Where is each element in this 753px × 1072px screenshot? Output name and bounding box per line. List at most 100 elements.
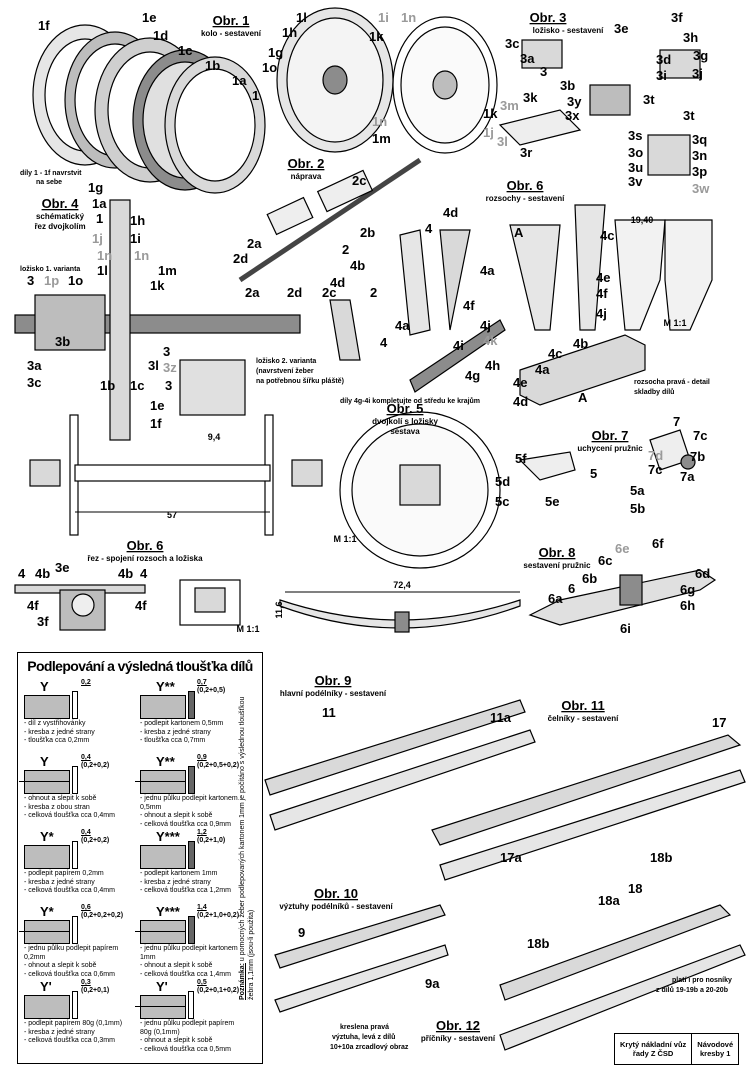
part-swatch — [24, 695, 70, 719]
part-label-3v: 3v — [628, 174, 643, 189]
part-label-1f: 1f — [150, 416, 162, 431]
part-label-3p: 3p — [692, 164, 707, 179]
part-label-1p: 1p — [44, 273, 59, 288]
part-label-1k: 1k — [369, 29, 384, 44]
description-line: - celková tloušťka cca 0,4mm — [24, 887, 115, 894]
part-label-3r: 3r — [520, 145, 532, 160]
part-label-1c: 1c — [130, 378, 144, 393]
thickness-symbol: Y* — [40, 829, 54, 844]
part-label-6h: 6h — [680, 598, 695, 613]
part-swatch — [19, 920, 70, 944]
note-mirror: kreslena pravá — [340, 1024, 389, 1031]
part-label-3m: 3m — [500, 98, 519, 113]
part-label-1n: 1n — [134, 248, 149, 263]
part-label-1g: 1g — [88, 180, 103, 195]
part-label-7d: 7d — [648, 448, 663, 463]
figure-caption: Obr. 12 — [436, 1018, 480, 1033]
wheel-rings — [32, 24, 266, 194]
thickness-value: 0,7 — [197, 679, 207, 686]
part-swatch — [140, 845, 186, 869]
part-label-4f: 4f — [135, 598, 147, 613]
thickness-bar — [188, 916, 195, 944]
note-bearing-2: na potřebnou šířku pláště) — [256, 378, 344, 385]
part-label-5c: 5c — [495, 494, 509, 509]
legend-entry: Y*0,4(0,2+0,2)- podlepit papírem 0,2mm- … — [22, 829, 134, 904]
description-line: - jednu půlku podlepit kartonem 1mm — [140, 945, 238, 961]
sheet-name-line: kresby 1 — [699, 1049, 731, 1058]
description-line: - podlepit papírem 80g (0,1mm) — [24, 1020, 123, 1027]
part-label-4: 4 — [425, 221, 433, 236]
part-label-6g: 6g — [680, 582, 695, 597]
part-label-1n: 1n — [372, 114, 387, 129]
description-line: - celková tloušťka cca 0,4mm — [24, 812, 115, 819]
wheelset-assembly — [29, 411, 501, 569]
part-label-1c: 1c — [178, 43, 192, 58]
part-label-4b: 4b — [573, 336, 588, 351]
thickness-symbol: Y** — [156, 679, 175, 694]
part-label-3c: 3c — [27, 375, 41, 390]
part-label-3u: 3u — [628, 160, 643, 175]
description-line: - ohnout a slepit k sobě — [24, 962, 97, 969]
thickness-symbol: Y*** — [156, 829, 180, 844]
part-label-17: 17 — [712, 715, 726, 730]
part-label-1o: 1o — [68, 273, 83, 288]
part-label-1b: 1b — [100, 378, 115, 393]
description-line: - jednu půlku podlepit papírem 0,2mm — [24, 945, 119, 961]
part-label-3f: 3f — [37, 614, 49, 629]
part-label-3d: 3d — [656, 52, 671, 67]
thickness-bar — [72, 841, 78, 869]
dim-72-4: 72,4 — [393, 580, 411, 590]
part-label-1: 1 — [96, 211, 103, 226]
part-label-3e: 3e — [614, 21, 628, 36]
part-label-4c: 4c — [548, 346, 562, 361]
figure-caption: Obr. 8 — [539, 545, 576, 560]
part-label-4e: 4e — [513, 375, 527, 390]
part-label-3j: 3j — [692, 66, 703, 81]
dim-width-19-40: 19,40 — [631, 215, 654, 225]
figure-caption: Obr. 5 — [387, 401, 424, 416]
thickness-formula: (0,2+0,5+0,2) — [197, 762, 240, 769]
scale-label: M 1:1 — [236, 624, 259, 634]
part-label-3: 3 — [27, 273, 34, 288]
thickness-value: 0,6 — [81, 904, 91, 911]
description-line: - podlepit kartonem 0,5mm — [140, 720, 224, 727]
description-line: - celková tloušťka cca 1,4mm — [140, 970, 231, 978]
note-beams: z dílů 19-19b a 20-20b — [656, 986, 728, 994]
figure-subtitle: řez dvojkolím — [34, 222, 85, 231]
description-line: - tloušťka cca 0,2mm — [24, 737, 90, 744]
part-label-4d: 4d — [330, 275, 345, 290]
figure-subtitle: schématický — [36, 212, 85, 221]
part-label-3: 3 — [163, 344, 170, 359]
note-label: Poznámka: — [239, 963, 246, 1000]
legend-entry: Y***1,2(0,2+1,0)- podlepit kartonem 1mm-… — [138, 829, 246, 904]
part-label-18b: 18b — [650, 850, 672, 865]
part-label-2c: 2c — [322, 285, 336, 300]
part-label-3s: 3s — [628, 128, 642, 143]
figure-subtitle: ložisko - sestavení — [533, 26, 604, 35]
axle-guards — [329, 204, 713, 406]
figure-subtitle: náprava — [291, 172, 322, 181]
part-label-2a: 2a — [245, 285, 260, 300]
scale-label: M 1:1 — [333, 534, 356, 544]
thickness-value: 1,4 — [197, 904, 207, 911]
thickness-value: 0,2 — [81, 679, 91, 686]
entry-description: - podlepit kartonem 1mm- kresba z jedné … — [140, 870, 246, 896]
note-bearing-2: ložisko 2. varianta — [256, 358, 316, 365]
part-label-1m: 1m — [372, 131, 391, 146]
figure-subtitle: sestavení pružnic — [523, 561, 591, 570]
thickness-bar — [72, 766, 78, 794]
part-label-6: 6 — [568, 581, 575, 596]
legend-entry: Y**0,9(0,2+0,5+0,2)- jednu půlku podlepi… — [135, 754, 246, 829]
part-label-11: 11 — [322, 705, 336, 720]
part-label-7a: 7a — [680, 469, 695, 484]
figure-subtitle: výztuhy podélníků - sestavení — [279, 902, 393, 911]
figure-subtitle: uchycení pružnic — [577, 444, 643, 453]
note-text: u pomocných žeber podlepovaných kartonem… — [239, 696, 255, 1000]
part-label-3b: 3b — [560, 78, 575, 93]
part-label-2: 2 — [342, 242, 349, 257]
note-beams: platí i pro nosníky — [672, 977, 732, 984]
part-labels: 1f1e1d1c1b1a11l1h1g1o1i1k1n1n1m1k1j3e3f3… — [18, 10, 726, 991]
thickness-value: 0,3 — [81, 979, 91, 986]
